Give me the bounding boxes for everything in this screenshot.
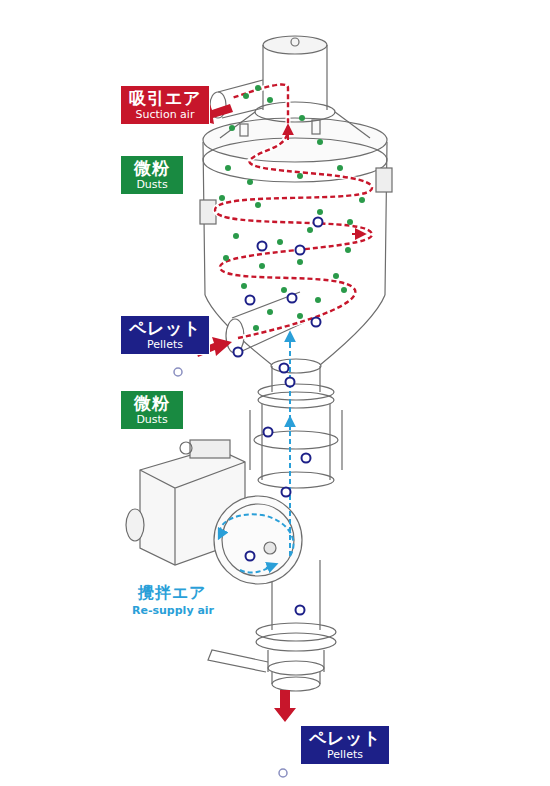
flow-arrow xyxy=(352,233,362,235)
tag-title-en: Suction air xyxy=(128,108,202,121)
tag-title-ja: 微粉 xyxy=(128,393,176,413)
label-tag: ペレットPellets xyxy=(120,315,210,355)
resupply-label-en: Re-supply air xyxy=(132,604,214,617)
resupply-label-ja: 攪拌エア xyxy=(138,583,206,604)
flow-arrow xyxy=(266,565,274,568)
tag-title-en: Pellets xyxy=(308,748,382,761)
label-tag: 微粉Dusts xyxy=(120,155,184,195)
suction-air-path xyxy=(215,85,372,339)
air-path-underlay xyxy=(215,85,372,339)
label-tag: 微粉Dusts xyxy=(120,390,184,430)
falling-pellets xyxy=(174,368,287,777)
tag-title-en: Pellets xyxy=(128,338,202,351)
tag-title-ja: 吸引エア xyxy=(128,88,202,108)
flow-arrow xyxy=(289,420,291,430)
resupply-air-path xyxy=(220,335,294,573)
device-outline xyxy=(126,36,392,691)
pellet-out-arrow xyxy=(274,690,296,722)
label-tag: 吸引エアSuction air xyxy=(120,85,210,125)
tag-title-ja: 微粉 xyxy=(128,158,176,178)
flow-arrow xyxy=(287,128,289,140)
tag-title-ja: ペレット xyxy=(128,318,202,338)
tag-title-ja: ペレット xyxy=(308,728,382,748)
dust-dots xyxy=(219,85,365,331)
pellet-circles xyxy=(234,218,323,615)
tag-title-en: Dusts xyxy=(128,413,176,426)
tag-title-en: Dusts xyxy=(128,178,176,191)
flow-arrow xyxy=(220,532,222,536)
flow-arrow xyxy=(289,335,291,345)
label-tag: ペレットPellets xyxy=(300,725,390,765)
